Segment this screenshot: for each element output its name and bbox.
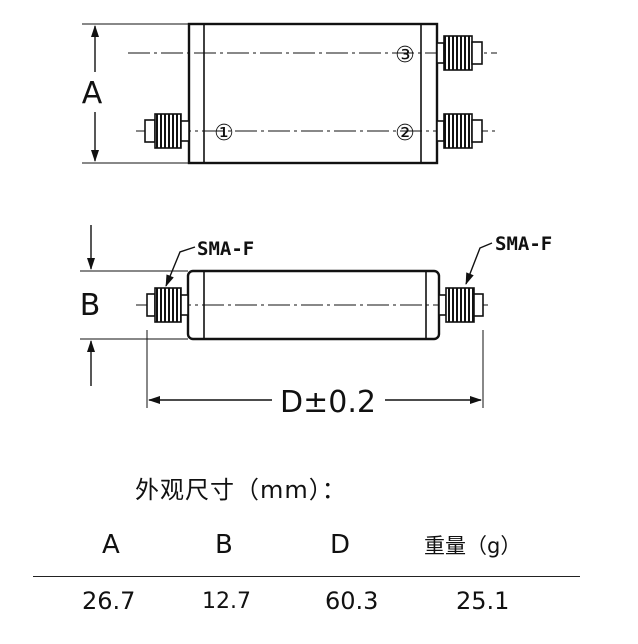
table-value-b: 12.7 xyxy=(202,589,251,614)
top-view xyxy=(82,22,497,165)
table-value-weight: 25.1 xyxy=(456,587,510,615)
connector-port-1 xyxy=(144,113,190,149)
connector-port-2 xyxy=(436,113,483,149)
connector-left-label: SMA-F xyxy=(197,238,254,260)
table-header-b: B xyxy=(215,530,233,560)
port-3-label: ③ xyxy=(395,43,415,68)
dim-a-label: A xyxy=(82,76,103,111)
table-value-d: 60.3 xyxy=(325,587,379,615)
dimensions-caption: 外观尺寸（mm）： xyxy=(135,476,347,504)
leader-left xyxy=(165,246,196,287)
connector-side-left xyxy=(146,287,189,323)
table-header-d: D xyxy=(330,530,351,560)
connector-port-3 xyxy=(436,35,483,71)
table-header-a: A xyxy=(102,530,120,560)
top-view-body xyxy=(187,22,439,165)
leader-right xyxy=(465,242,493,285)
table-header-weight: 重量（g） xyxy=(424,534,522,558)
dimension-drawing: ① ② ③ A S xyxy=(80,22,552,420)
port-2-label: ② xyxy=(395,121,415,146)
side-view xyxy=(80,225,493,408)
connector-right-label: SMA-F xyxy=(495,233,552,255)
dim-d-label: D±0.2 xyxy=(280,385,376,420)
port-1-label: ① xyxy=(214,121,234,146)
connector-side-right xyxy=(438,287,484,323)
dim-b-label: B xyxy=(80,288,101,323)
table-value-a: 26.7 xyxy=(82,587,136,615)
table-divider xyxy=(33,576,580,577)
